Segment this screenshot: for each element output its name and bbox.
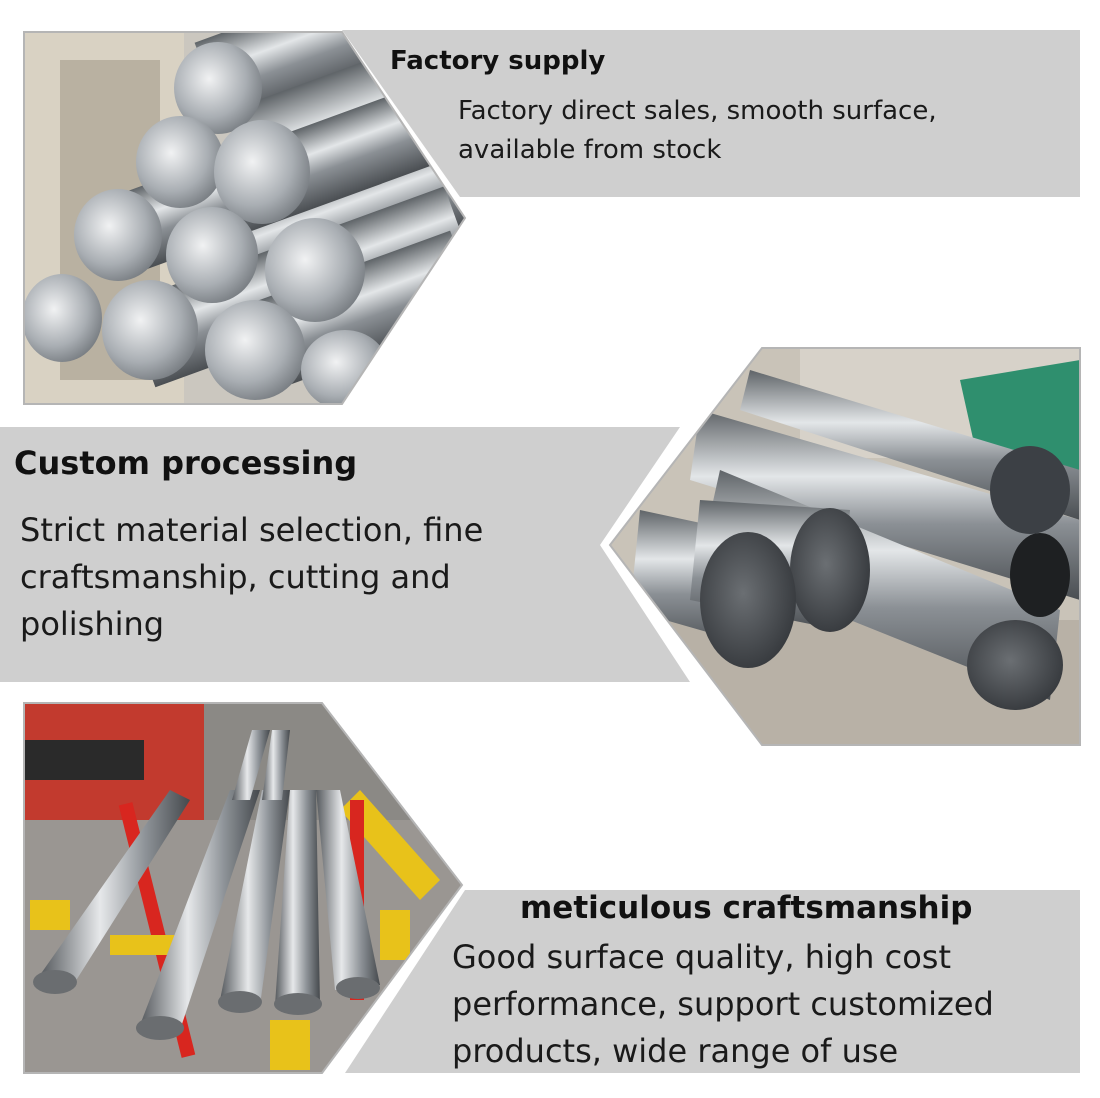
section-2-title: Custom processing	[14, 444, 358, 482]
section-3-line-1: Good surface quality, high cost	[452, 938, 952, 976]
section-1-line-2: available from stock	[458, 135, 722, 165]
section-3-line-2: performance, support customized	[452, 985, 994, 1023]
section-1-line-1: Factory direct sales, smooth surface,	[458, 96, 937, 126]
photo-workshop-steel-bars	[24, 703, 462, 1073]
section-2-line-2: craftsmanship, cutting and	[20, 558, 451, 596]
section-2-line-1: Strict material selection, fine	[20, 511, 484, 549]
section-3-title: meticulous craftsmanship	[520, 890, 973, 926]
photo-stacked-steel-bars	[24, 32, 465, 404]
band-custom-processing	[0, 427, 690, 682]
band-factory-supply	[342, 30, 1080, 197]
photo-long-steel-bars	[610, 348, 1080, 745]
section-3-line-3: products, wide range of use	[452, 1032, 899, 1070]
section-1-title: Factory supply	[390, 46, 606, 76]
section-2-line-3: polishing	[20, 605, 165, 643]
band-meticulous-craftsmanship	[345, 890, 1080, 1073]
